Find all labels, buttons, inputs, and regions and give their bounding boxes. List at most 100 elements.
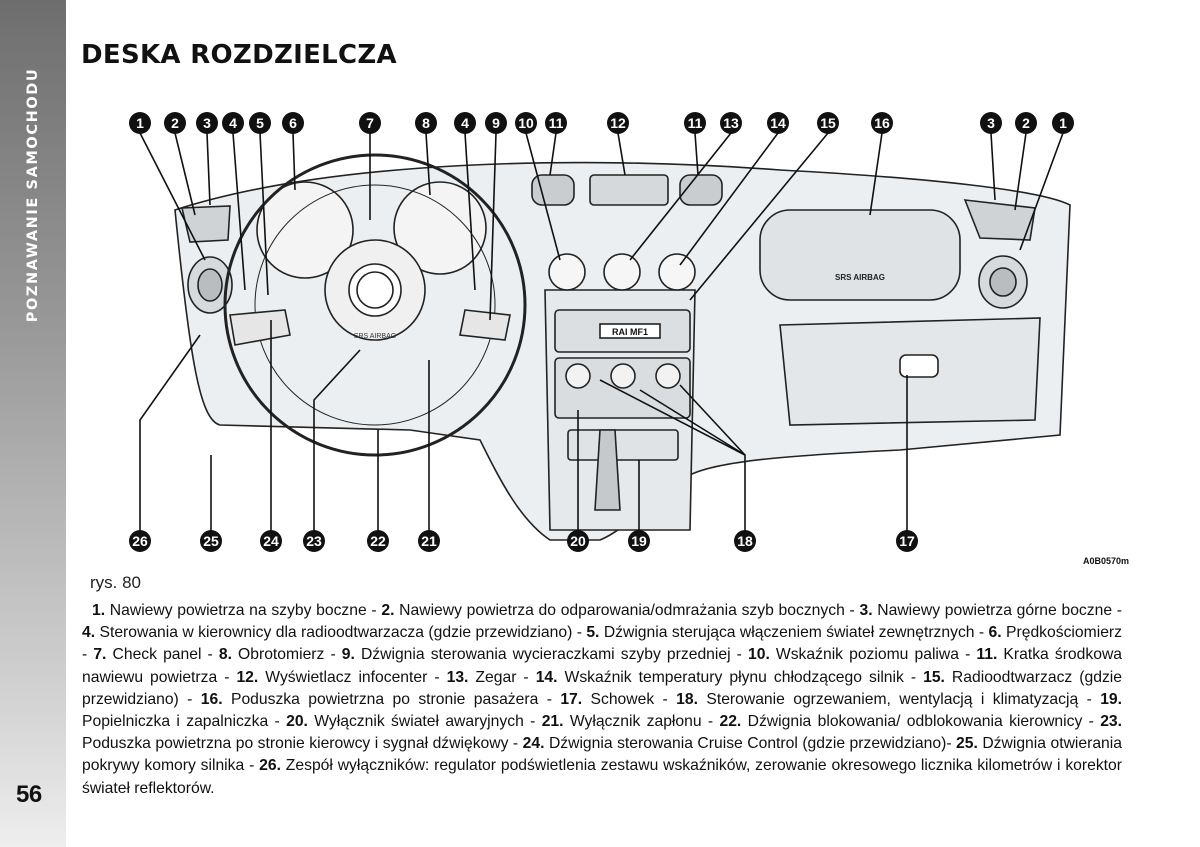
callout-16: 16 [871, 112, 893, 134]
right-stalk [459, 309, 511, 341]
legend-text: Dźwignia blokowania/ odblokowania kierow… [741, 713, 1101, 731]
callout-22: 22 [367, 530, 389, 552]
callout-26: 26 [129, 530, 151, 552]
svg-text:9: 9 [492, 115, 500, 131]
legend-number: 2. [381, 602, 395, 619]
legend-text: Dźwignia sterowania wycieraczkami szyby … [354, 646, 748, 664]
legend-text: Nawiewy powietrza na szyby boczne - [105, 602, 382, 619]
svg-text:15: 15 [820, 115, 836, 131]
callout-11b: 11 [684, 112, 706, 134]
callout-19: 19 [628, 530, 650, 552]
svg-text:25: 25 [203, 533, 219, 549]
legend-text: Wyświetlacz infocenter - [258, 668, 447, 686]
legend-number: 15. [923, 668, 945, 686]
svg-text:23: 23 [306, 533, 322, 549]
legend-text: Schowek - [582, 690, 677, 708]
legend-text: Sterowania w kierownicy dla radioodtwarz… [95, 624, 587, 642]
svg-text:17: 17 [899, 533, 915, 549]
legend-number: 24. [522, 735, 545, 753]
legend-text: Wyłącznik świateł awaryjnych - [307, 713, 542, 731]
legend-text: Popielniczka i zapalniczka - [82, 713, 287, 731]
legend-text: Wskaźnik poziomu paliwa - [769, 646, 977, 664]
svg-text:13: 13 [723, 115, 739, 131]
legend-text: Wskaźnik temperatury płynu chłodzącego s… [557, 668, 924, 686]
callout-23: 23 [303, 530, 325, 552]
legend-number: 14. [535, 668, 558, 686]
svg-text:6: 6 [289, 115, 297, 131]
callout-11: 11 [545, 112, 567, 134]
legend-text: Nawiewy powietrza do odparowania/odmraża… [394, 602, 860, 619]
legend-text: Nawiewy powietrza górne boczne - [872, 602, 1122, 619]
legend-number: 4. [82, 624, 96, 642]
callout-14: 14 [767, 112, 789, 134]
legend-number: 20. [286, 713, 308, 731]
legend-paragraph: 1. Nawiewy powietrza na szyby boczne - 2… [82, 600, 1122, 800]
steering-wheel [223, 153, 527, 457]
legend-number: 5. [586, 624, 600, 642]
legend-text: Zegar - [468, 668, 536, 686]
passenger-airbag-label: SRS AIRBAG [835, 273, 885, 282]
callout-24: 24 [260, 530, 282, 552]
legend-text: Check panel - [106, 646, 219, 664]
svg-text:16: 16 [874, 115, 890, 131]
legend-number: 11. [976, 646, 998, 664]
callout-1: 1 [129, 112, 151, 134]
svg-text:2: 2 [1022, 115, 1030, 131]
passenger-airbag-panel [759, 209, 961, 301]
legend-number: 6. [988, 624, 1002, 642]
svg-text:12: 12 [610, 115, 626, 131]
legend-number: 12. [236, 668, 259, 686]
callout-9: 9 [485, 112, 507, 134]
legend-text: Dźwignia sterowania Cruise Control (gdzi… [544, 735, 957, 753]
left-side-vent [180, 205, 231, 243]
legend-number: 3. [859, 602, 873, 619]
legend-number: 17. [560, 690, 583, 708]
svg-text:26: 26 [132, 533, 148, 549]
legend-number: 8. [218, 646, 232, 664]
clock [603, 253, 641, 291]
callout-10: 10 [515, 112, 537, 134]
callout-5: 5 [249, 112, 271, 134]
legend-text: Sterowanie ogrzewaniem, wentylacją i kli… [697, 690, 1101, 708]
svg-text:1: 1 [136, 115, 144, 131]
svg-text:10: 10 [518, 115, 534, 131]
legend-text: Dźwignia sterująca włączeniem świateł ze… [599, 624, 989, 642]
right-side-vent [963, 199, 1036, 241]
legend-number: 1. [92, 602, 106, 619]
callout-13: 13 [720, 112, 742, 134]
legend-text: Poduszka powietrzna po stronie pasażera … [222, 690, 561, 708]
callout-6: 6 [282, 112, 304, 134]
legend-number: 16. [200, 690, 223, 708]
section-label: POZNAWANIE SAMOCHODU [25, 67, 41, 323]
svg-text:8: 8 [422, 115, 430, 131]
legend-text: Poduszka powietrzna po stronie kierowcy … [82, 735, 523, 753]
callout-2: 2 [164, 112, 186, 134]
svg-text:11: 11 [688, 115, 703, 131]
callout-1b: 1 [1052, 112, 1074, 134]
svg-text:3: 3 [987, 115, 995, 131]
speedometer [256, 181, 354, 279]
legend-number: 7. [93, 646, 107, 664]
legend-number: 21. [541, 713, 564, 731]
legend-text: Wyłącznik zapłonu - [563, 713, 720, 731]
svg-text:21: 21 [421, 533, 437, 549]
sidebar: POZNAWANIE SAMOCHODU 56 [0, 0, 66, 847]
legend-number: 26. [259, 757, 281, 775]
figure-caption: rys. 80 [90, 573, 142, 592]
page-title: DESKA ROZDZIELCZA [81, 40, 397, 70]
legend-number: 13. [446, 668, 469, 686]
callout-12: 12 [607, 112, 629, 134]
callouts-bottom: 26 25 24 23 22 21 20 19 18 17 [129, 530, 918, 552]
legend-text: Radioodtwarzacz (gdzie przewidziano) - [82, 668, 1123, 708]
callout-3b: 3 [980, 112, 1002, 134]
legend-number: 10. [748, 646, 770, 664]
legend-number: 9. [341, 646, 355, 664]
legend-text: Kratka środkowa nawiewu powietrza - [82, 646, 1123, 686]
fuel-gauge [548, 253, 586, 291]
wheel-airbag-label: SRS AIRBAG [354, 333, 396, 340]
callout-4: 4 [222, 112, 244, 134]
callout-20: 20 [567, 530, 589, 552]
left-stalk [229, 309, 291, 346]
radio-display-text: RAI MF1 [612, 327, 648, 337]
svg-text:19: 19 [631, 533, 647, 549]
